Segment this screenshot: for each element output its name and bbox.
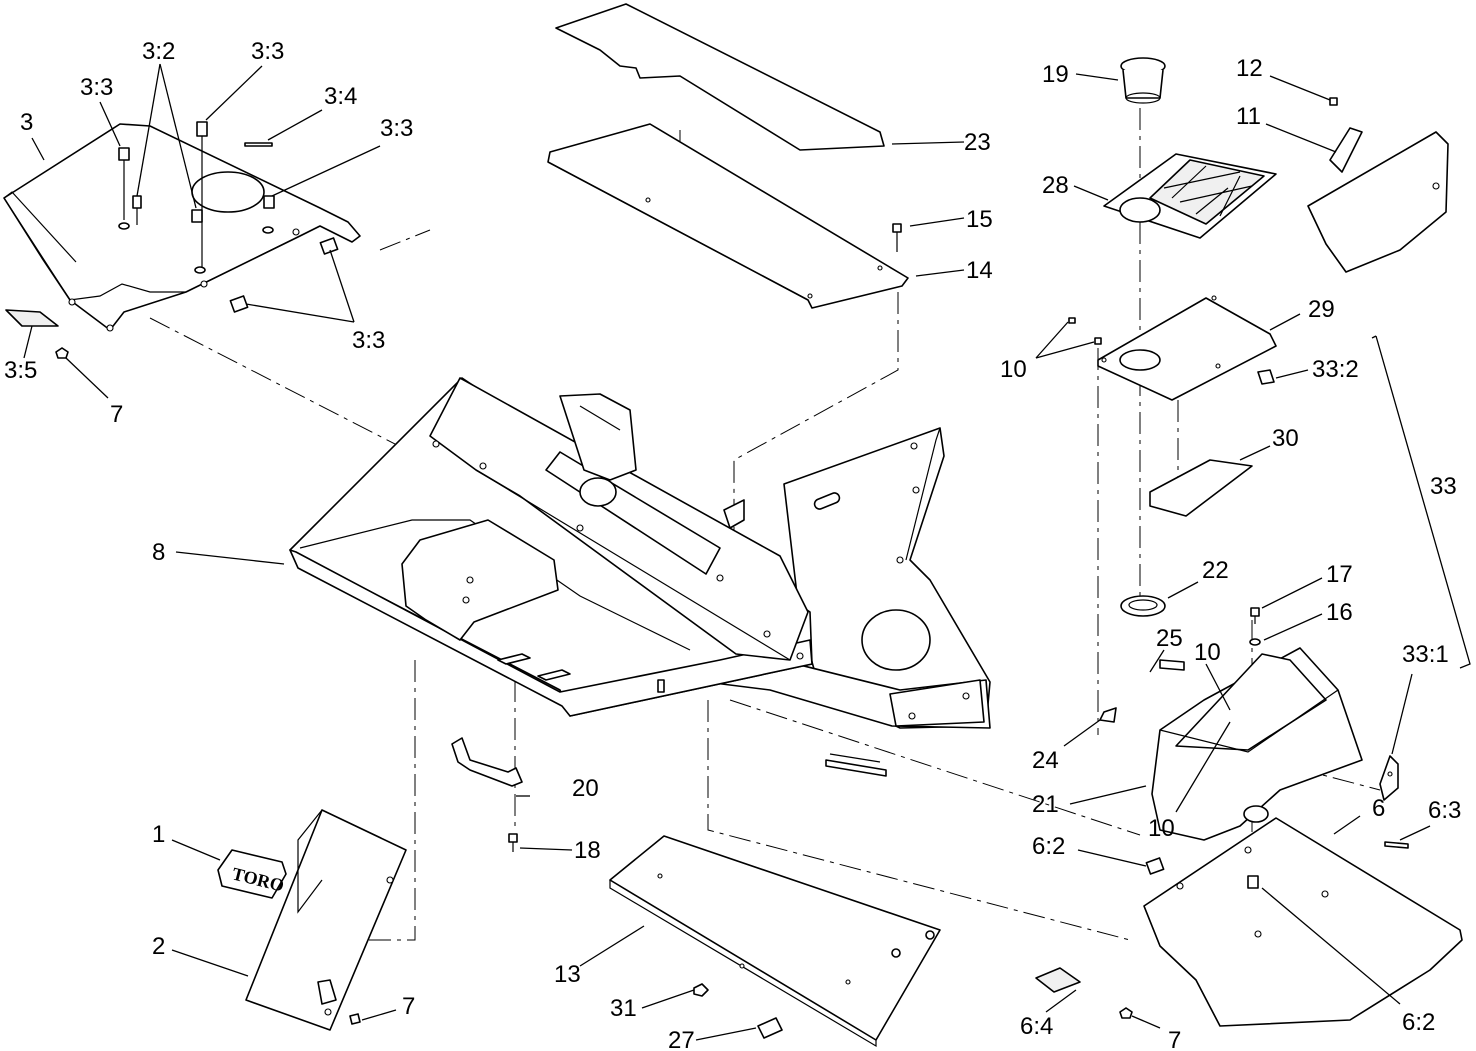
callout-3-3: 3:3 — [380, 115, 413, 142]
callout-1: 1 — [152, 821, 165, 848]
part-22-grommet — [1120, 595, 1166, 617]
callout-30: 30 — [1272, 425, 1299, 452]
callout-2: 2 — [152, 933, 165, 960]
callout-23: 23 — [964, 129, 991, 156]
callout-24: 24 — [1032, 747, 1059, 774]
callout-6: 6 — [1372, 795, 1385, 822]
part-2-front-panel — [245, 809, 407, 1031]
callout-3-4: 3:4 — [324, 83, 357, 110]
part-11-12-bracket — [1307, 97, 1449, 273]
callout-3-3: 3:3 — [352, 327, 385, 354]
callout-25: 25 — [1156, 625, 1183, 652]
part-3-rear-hood — [3, 121, 361, 359]
callout-14: 14 — [966, 257, 993, 284]
callout-7: 7 — [110, 401, 123, 428]
part-19-cup-holder — [1120, 57, 1166, 104]
callout-21: 21 — [1032, 791, 1059, 818]
callout-6-2: 6:2 — [1402, 1009, 1435, 1036]
part-21-console-base — [1099, 647, 1363, 841]
callout-22: 22 — [1202, 557, 1229, 584]
part-17-16-fasteners — [1249, 607, 1261, 646]
callout-7: 7 — [1168, 1027, 1181, 1051]
part-13-floor-pan — [609, 835, 941, 1048]
callout-31: 31 — [610, 995, 637, 1022]
callout-16: 16 — [1326, 599, 1353, 626]
callout-6-4: 6:4 — [1020, 1013, 1053, 1040]
callout-11: 11 — [1236, 103, 1261, 130]
callout-3-2: 3:2 — [142, 38, 175, 65]
part-6-right-hood — [1035, 817, 1463, 1027]
callout-33-2: 33:2 — [1312, 356, 1359, 383]
part-23-insulation — [555, 3, 885, 151]
leader-lines — [23, 63, 1471, 1041]
part-30-pad — [1149, 459, 1253, 517]
callout-28: 28 — [1042, 172, 1069, 199]
callout-17: 17 — [1326, 561, 1353, 588]
callout-3: 3 — [20, 109, 33, 136]
callout-10: 10 — [1148, 815, 1175, 842]
callout-8: 8 — [152, 539, 165, 566]
callout-3-3: 3:3 — [80, 74, 113, 101]
callout-33: 33 — [1430, 473, 1457, 500]
callout-20: 20 — [572, 775, 599, 802]
callout-15: 15 — [966, 206, 993, 233]
callout-33-1: 33:1 — [1402, 641, 1449, 668]
callout-19: 19 — [1042, 61, 1069, 88]
callout-3-5: 3:5 — [4, 357, 37, 384]
callout-10: 10 — [1000, 356, 1027, 383]
part-29-console-top — [1068, 295, 1277, 401]
callout-labels: 3 3:3 3:2 3:3 3:4 3:3 3:3 3:5 7 23 15 14… — [4, 38, 1461, 1051]
callout-27: 27 — [668, 1027, 695, 1051]
part-20-bracket — [451, 737, 523, 852]
part-8-main-frame — [289, 377, 991, 777]
callout-10: 10 — [1194, 639, 1221, 666]
callout-12: 12 — [1236, 55, 1263, 82]
part-33-1-latch — [1379, 755, 1399, 801]
callout-6-2: 6:2 — [1032, 833, 1065, 860]
part-28-mat — [1103, 153, 1277, 239]
part-14-cover-plate — [547, 123, 909, 309]
callout-18: 18 — [574, 837, 601, 864]
callout-13: 13 — [554, 961, 581, 988]
callout-7: 7 — [402, 993, 415, 1020]
part-1-decal: TORO — [217, 849, 287, 899]
callout-29: 29 — [1308, 296, 1335, 323]
callout-6-3: 6:3 — [1428, 797, 1461, 824]
callout-3-3: 3:3 — [251, 38, 284, 65]
